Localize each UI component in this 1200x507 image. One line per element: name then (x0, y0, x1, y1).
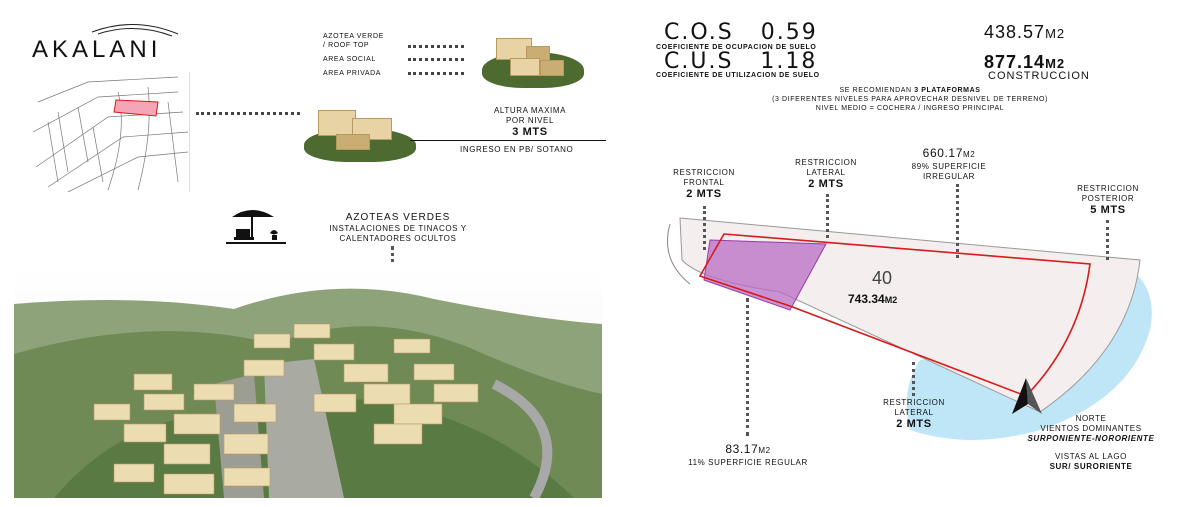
cus-area-value: 877.14 (984, 52, 1046, 72)
leader-privada (408, 72, 464, 75)
building-model-small (476, 26, 586, 88)
leader-posterior (1106, 220, 1109, 260)
cos-value: 0.59 (760, 20, 818, 45)
lot-area: 743.34M2 (848, 292, 897, 306)
plataformas-line1: SE RECOMIENDAN 3 PLATAFORMAS (690, 86, 1130, 95)
block (318, 110, 356, 136)
cos-row: C.O.S 0.59 (664, 20, 818, 45)
vistas-label: VISTAS AL LAGO (1055, 452, 1127, 461)
azoteas-line1: INSTALACIONES DE TINACOS Y (329, 224, 467, 233)
logo-roof-icon (91, 24, 179, 37)
legend-labels: AZOTEA VERDE / ROOF TOP AREA SOCIAL AREA… (323, 32, 407, 78)
posterior-title1: RESTRICCION (1077, 184, 1139, 193)
norte-label: NORTE (1075, 414, 1107, 423)
building-model-medium (300, 104, 420, 162)
cus-row: C.U.S 1.18 (664, 49, 817, 74)
plataformas-line2: (3 DIFERENTES NIVELES PARA APROVECHAR DE… (772, 96, 1048, 103)
vientos-label: VIENTOS DOMINANTES (1040, 424, 1142, 433)
plataformas-block: SE RECOMIENDAN 3 PLATAFORMAS (3 DIFERENT… (690, 86, 1130, 113)
lot-plan (667, 217, 1152, 440)
leader-map (196, 112, 300, 115)
altura-title1: ALTURA MAXIMA (493, 106, 567, 115)
azoteas-title: AZOTEAS VERDES (345, 212, 451, 223)
posterior-title2: POSTERIOR (1081, 194, 1135, 203)
lateral-value: 2 MTS (808, 178, 844, 190)
lateral-title2: LATERAL (806, 168, 846, 177)
cos-area: 438.57M2 (984, 22, 1065, 43)
cos-area-value: 438.57 (984, 22, 1046, 42)
legend-rooftop: / ROOF TOP (323, 42, 370, 49)
cos-desc: COEFICIENTE DE OCUPACION DE SUELO (656, 44, 817, 51)
cus-area-desc: CONSTRUCCION (988, 70, 1090, 82)
legend-privada: AREA PRIVADA (323, 70, 382, 77)
altura-value: 3 MTS (512, 126, 548, 138)
restriccion-frontal: RESTRICCION FRONTAL 2 MTS (658, 168, 750, 201)
irregular-title1: 89% SUPERFICIE (911, 162, 987, 171)
restriccion-lateral2: RESTRICCION LATERAL 2 MTS (864, 398, 964, 431)
regular-area: 83.17M2 (640, 442, 856, 458)
cus-desc: COEFICIENTE DE UTILIZACION DE SUELO (656, 72, 820, 79)
frontal-title2: FRONTAL (683, 178, 725, 187)
site-map (28, 72, 190, 192)
lateral2-title2: LATERAL (894, 408, 934, 417)
render-landscape (14, 264, 602, 498)
plataformas-line1-a: SE RECOMIENDAN (839, 87, 912, 94)
altura-rule (410, 140, 606, 141)
leader-irregular (956, 184, 959, 258)
lateral2-title1: RESTRICCION (883, 398, 945, 407)
superficie-irregular: 660.17M2 89% SUPERFICIE IRREGULAR (894, 146, 1004, 182)
site-map-plan (28, 72, 189, 192)
legend-azotea: AZOTEA VERDE (323, 33, 384, 40)
irregular-area-unit: M2 (962, 150, 976, 159)
lateral2-value: 2 MTS (896, 418, 932, 430)
frontal-value: 2 MTS (686, 188, 722, 200)
altura-title2: POR NIVEL (505, 116, 555, 125)
cus-area: 877.14M2 (984, 52, 1065, 73)
restriccion-posterior: RESTRICCION POSTERIOR 5 MTS (1058, 184, 1158, 217)
altura-ingreso: INGRESO EN PB/ SOTANO (460, 145, 574, 154)
rooftop-umbrella-icon (226, 210, 286, 244)
frontal-title1: RESTRICCION (673, 168, 735, 177)
restriccion-lateral: RESTRICCION LATERAL 2 MTS (778, 158, 874, 191)
regular-area-value: 83.17 (725, 442, 759, 456)
plataformas-line3: NIVEL MEDIO = COCHERA / INGRESO PRINCIPA… (815, 105, 1005, 112)
leader-social (408, 58, 464, 61)
cus-label: C.U.S (664, 49, 734, 74)
superficie-regular: 83.17M2 11% SUPERFICIE REGULAR (640, 442, 856, 468)
lot-area-unit: M2 (884, 295, 898, 305)
leader-regular (746, 298, 749, 436)
cos-area-unit: M2 (1045, 26, 1066, 41)
vientos-dir: SURPONIENTE-NORORIENTE (1027, 434, 1155, 443)
block (540, 60, 564, 76)
legend-social: AREA SOCIAL (323, 56, 376, 63)
brand-logo: AKALANI (32, 36, 162, 63)
lot-area-value: 743.34 (848, 292, 885, 306)
cus-value: 1.18 (760, 49, 818, 74)
lot-number: 40 (872, 268, 893, 288)
altura-block: ALTURA MAXIMA POR NIVEL 3 MTS (455, 106, 605, 139)
leader-lateral (826, 194, 829, 238)
leader-frontal (703, 206, 706, 250)
irregular-area: 660.17M2 (894, 146, 1004, 162)
leader-azotea (408, 45, 464, 48)
irregular-title2: IRREGULAR (922, 172, 976, 181)
regular-title: 11% SUPERFICIE REGULAR (688, 458, 808, 467)
leader-lateral2 (912, 362, 915, 396)
azoteas-block: AZOTEAS VERDES INSTALACIONES DE TINACOS … (300, 212, 496, 244)
posterior-value: 5 MTS (1090, 204, 1126, 216)
azoteas-line2: CALENTADORES OCULTOS (339, 234, 457, 243)
irregular-area-value: 660.17 (922, 146, 963, 160)
cus-area-unit: M2 (1045, 56, 1066, 71)
vistas-dir: SUR/ SURORIENTE (1049, 462, 1133, 471)
plataformas-line1-b: 3 PLATAFORMAS (914, 87, 981, 94)
regular-area-unit: M2 (758, 446, 771, 455)
block (510, 58, 540, 76)
lateral-title1: RESTRICCION (795, 158, 857, 167)
orientacion-block: NORTE VIENTOS DOMINANTES SURPONIENTE-NOR… (1006, 414, 1176, 472)
cos-label: C.O.S (664, 20, 734, 45)
block (336, 134, 370, 150)
north-arrow-icon (1012, 378, 1028, 414)
development-render (14, 264, 602, 498)
